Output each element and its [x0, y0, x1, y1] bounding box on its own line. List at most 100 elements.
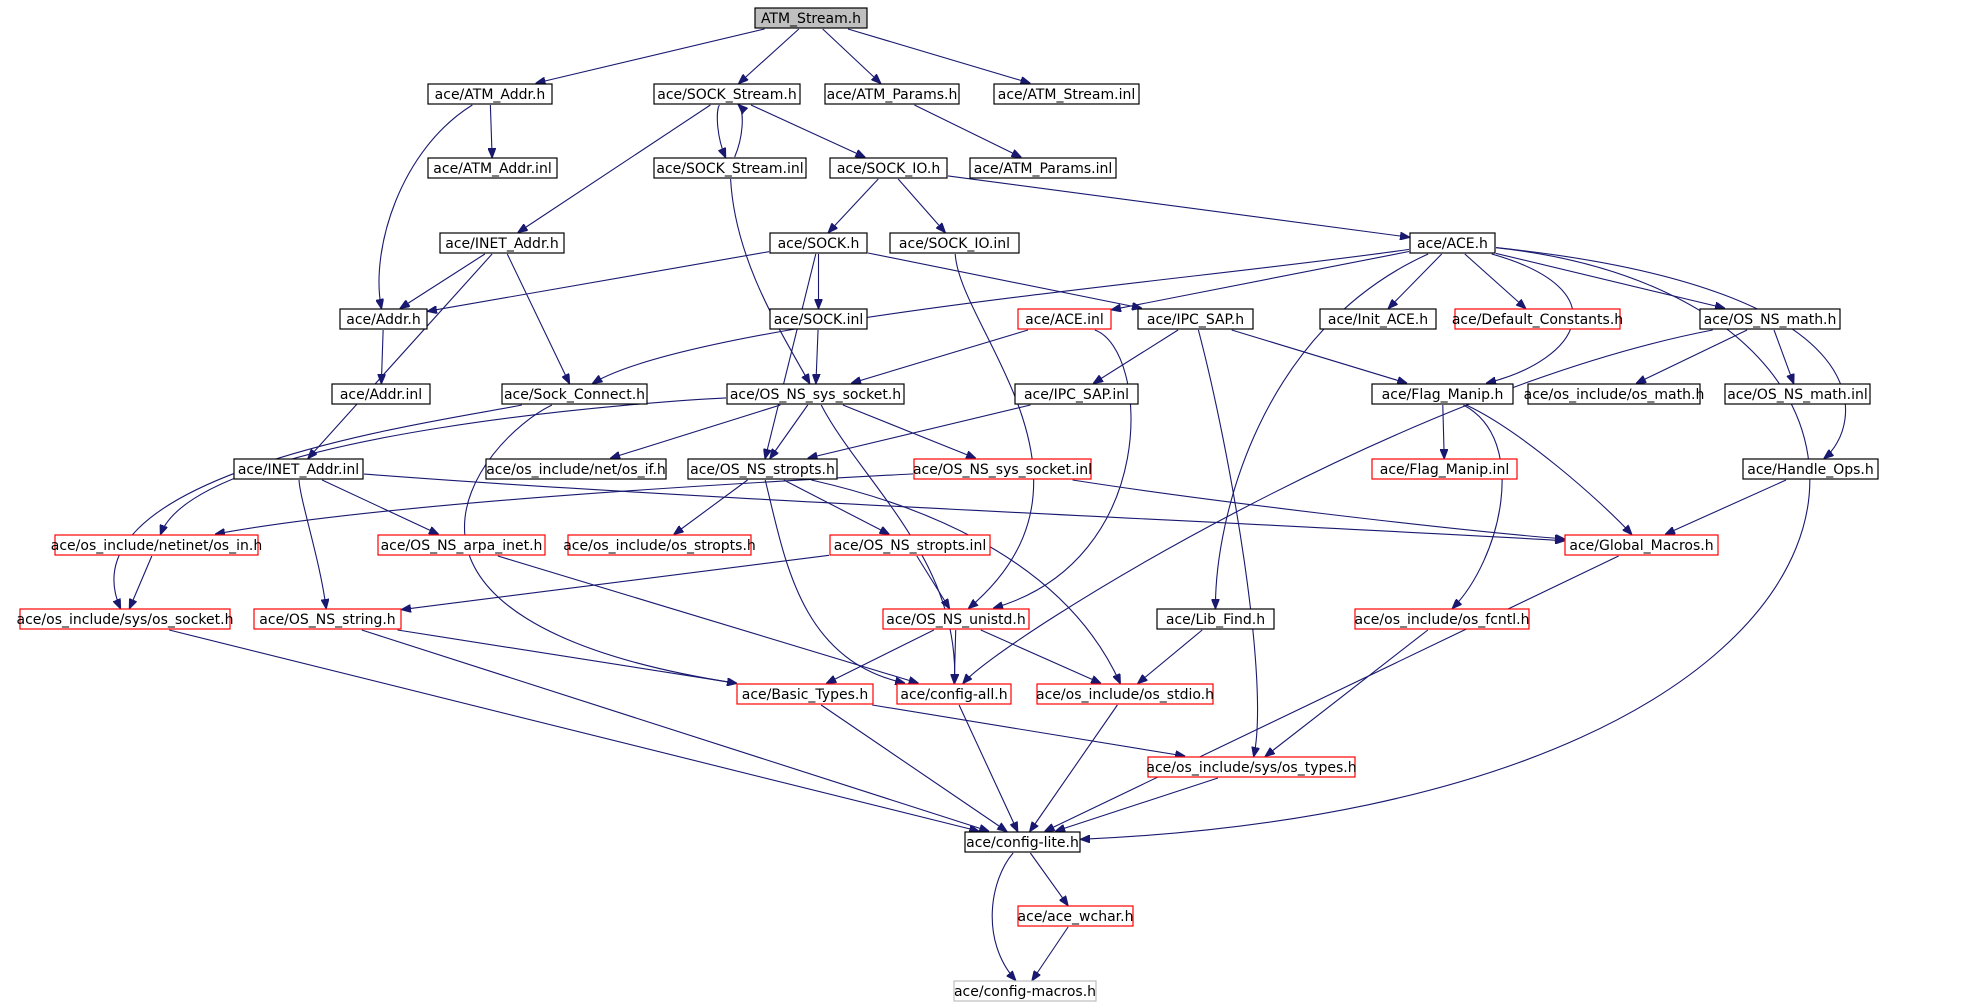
node-os-stropts-h[interactable]: ace/os_include/os_stropts.h [563, 534, 756, 556]
node-addr-inl[interactable]: ace/Addr.inl [331, 383, 431, 405]
node-label: ace/os_include/sys/os_types.h [1146, 760, 1356, 776]
node-addr-h[interactable]: ace/Addr.h [339, 308, 428, 330]
node-box [913, 458, 1092, 480]
node-os-ns-unistd-h[interactable]: ace/OS_NS_unistd.h [882, 608, 1030, 630]
edge-global-macros-h-to-config-lite-h [1045, 555, 1619, 831]
node-ipc-sap-h[interactable]: ace/IPC_SAP.h [1137, 308, 1254, 330]
node-label: ace/Handle_Ops.h [1747, 462, 1874, 478]
node-inet-addr-h[interactable]: ace/INET_Addr.h [439, 232, 565, 254]
edge-os-ns-unistd-h-to-basic-types-h [827, 629, 935, 683]
node-ace-wchar-h[interactable]: ace/ace_wchar.h [1017, 905, 1134, 927]
edge-os-ns-sys-socket-inl-to-os-in-h [216, 473, 914, 534]
node-global-macros-h[interactable]: ace/Global_Macros.h [1564, 534, 1719, 556]
edge-os-ns-stropts-inl-to-os-ns-unistd-h [916, 555, 949, 608]
node-box [19, 608, 231, 630]
node-default-constants-h[interactable]: ace/Default_Constants.h [1452, 308, 1623, 330]
node-box [736, 683, 874, 705]
node-label: ace/Addr.h [346, 312, 421, 328]
node-os-math-h[interactable]: ace/os_include/os_math.h [1524, 383, 1705, 405]
node-sock-connect-h[interactable]: ace/Sock_Connect.h [501, 383, 648, 405]
edge-atm-params-h-to-atm-params-inl [914, 104, 1020, 157]
node-label: ace/OS_NS_math.h [1704, 312, 1837, 328]
node-config-macros-h[interactable]: ace/config-macros.h [953, 980, 1097, 1002]
node-label: ace/OS_NS_string.h [259, 612, 395, 628]
node-sock-h[interactable]: ace/SOCK.h [769, 232, 868, 254]
node-handle-ops-h[interactable]: ace/Handle_Ops.h [1742, 458, 1879, 480]
node-box [377, 534, 546, 556]
node-os-in-h[interactable]: ace/os_include/netinet/os_in.h [51, 534, 262, 556]
node-init-ace-h[interactable]: ace/Init_ACE.h [1319, 308, 1437, 330]
node-box [1137, 308, 1254, 330]
node-label: ace/ATM_Stream.inl [998, 87, 1135, 103]
node-os-ns-arpa-inet-h[interactable]: ace/OS_NS_arpa_inet.h [377, 534, 546, 556]
edge-os-ns-math-h-to-os-math-h [1637, 329, 1748, 383]
node-os-ns-sys-socket-h[interactable]: ace/OS_NS_sys_socket.h [726, 383, 905, 405]
node-box [969, 157, 1117, 179]
edge-os-ns-string-h-to-config-lite-h [361, 629, 988, 831]
node-label: ace/OS_NS_arpa_inet.h [381, 538, 543, 554]
node-ace-h[interactable]: ace/ACE.h [1409, 232, 1496, 254]
node-box [485, 458, 667, 480]
node-ipc-sap-inl[interactable]: ace/IPC_SAP.inl [1014, 383, 1139, 405]
node-os-ns-string-h[interactable]: ace/OS_NS_string.h [253, 608, 402, 630]
node-box [439, 232, 565, 254]
node-label: ace/Lib_Find.h [1166, 612, 1265, 628]
node-config-lite-h[interactable]: ace/config-lite.h [964, 831, 1081, 853]
node-os-ns-sys-socket-inl[interactable]: ace/OS_NS_sys_socket.inl [913, 458, 1092, 480]
node-os-ns-stropts-h[interactable]: ace/OS_NS_stropts.h [687, 458, 838, 480]
node-atm-addr-h[interactable]: ace/ATM_Addr.h [427, 83, 553, 105]
node-os-stdio-h[interactable]: ace/os_include/os_stdio.h [1036, 683, 1214, 705]
edge-os-fcntl-h-to-os-types-h [1266, 629, 1429, 756]
node-os-fcntl-h[interactable]: ace/os_include/os_fcntl.h [1354, 608, 1530, 630]
node-basic-types-h[interactable]: ace/Basic_Types.h [736, 683, 874, 705]
node-ace-inl[interactable]: ace/ACE.inl [1017, 308, 1112, 330]
node-sock-stream-inl[interactable]: ace/SOCK_Stream.inl [653, 157, 807, 179]
node-os-ns-math-h[interactable]: ace/OS_NS_math.h [1699, 308, 1841, 330]
node-sock-inl[interactable]: ace/SOCK.inl [769, 308, 868, 330]
edge-sock-stream-h-to-inet-addr-h [519, 104, 711, 232]
edge-sock-stream-h-to-sock-io-h [750, 104, 864, 157]
edge-os-ns-sys-socket-inl-to-global-macros-h [1072, 479, 1564, 539]
edge-ace-h-to-lib-find-h [1215, 253, 1429, 608]
node-atm-stream-h[interactable]: ATM_Stream.h [754, 7, 868, 29]
node-atm-addr-inl[interactable]: ace/ATM_Addr.inl [427, 157, 558, 179]
node-atm-stream-inl[interactable]: ace/ATM_Stream.inl [993, 83, 1140, 105]
node-sock-io-h[interactable]: ace/SOCK_IO.h [829, 157, 948, 179]
node-sock-io-inl[interactable]: ace/SOCK_IO.inl [889, 232, 1020, 254]
node-atm-params-inl[interactable]: ace/ATM_Params.inl [969, 157, 1117, 179]
node-os-ns-stropts-inl[interactable]: ace/OS_NS_stropts.inl [829, 534, 991, 556]
node-os-types-h[interactable]: ace/os_include/sys/os_types.h [1146, 756, 1357, 778]
node-box [253, 608, 402, 630]
edge-sock-stream-h-to-sock-stream-inl [716, 104, 725, 157]
node-label: ace/ATM_Addr.inl [433, 161, 551, 177]
node-os-socket-h[interactable]: ace/os_include/sys/os_socket.h [17, 608, 234, 630]
node-box [889, 232, 1020, 254]
edge-ace-h-to-default-constants-h [1464, 253, 1525, 308]
node-inet-addr-inl[interactable]: ace/INET_Addr.inl [233, 458, 364, 480]
node-label: ace/INET_Addr.h [445, 236, 559, 252]
node-label: ace/OS_NS_unistd.h [886, 612, 1026, 628]
node-os-ns-math-inl[interactable]: ace/OS_NS_math.inl [1724, 383, 1871, 405]
edge-ace-h-to-config-lite-h [1081, 247, 1811, 840]
node-box [754, 7, 868, 29]
node-box [1156, 608, 1275, 630]
edge-os-ns-unistd-h-to-config-all-h [954, 629, 955, 683]
node-sock-stream-h[interactable]: ace/SOCK_Stream.h [653, 83, 801, 105]
node-atm-params-h[interactable]: ace/ATM_Params.h [824, 83, 960, 105]
node-os-if-h[interactable]: ace/os_include/net/os_if.h [485, 458, 667, 480]
edge-sock-connect-h-to-os-socket-h [114, 404, 522, 608]
node-flag-manip-h[interactable]: ace/Flag_Manip.h [1371, 383, 1514, 405]
node-flag-manip-inl[interactable]: ace/Flag_Manip.inl [1371, 458, 1518, 480]
edge-config-all-h-to-config-lite-h [958, 704, 1017, 831]
node-label: ace/config-lite.h [966, 835, 1079, 851]
node-config-all-h[interactable]: ace/config-all.h [896, 683, 1012, 705]
edge-inet-addr-h-to-addr-h [401, 253, 486, 308]
node-label: ace/os_include/os_stdio.h [1036, 687, 1214, 703]
edge-atm-stream-h-to-atm-params-h [822, 28, 881, 83]
node-label: ace/ace_wchar.h [1018, 909, 1134, 925]
node-box [829, 534, 991, 556]
edge-inet-addr-inl-to-global-macros-h [363, 473, 1564, 541]
edge-basic-types-h-to-os-types-h [872, 704, 1184, 756]
node-box [1371, 383, 1514, 405]
node-lib-find-h[interactable]: ace/Lib_Find.h [1156, 608, 1275, 630]
